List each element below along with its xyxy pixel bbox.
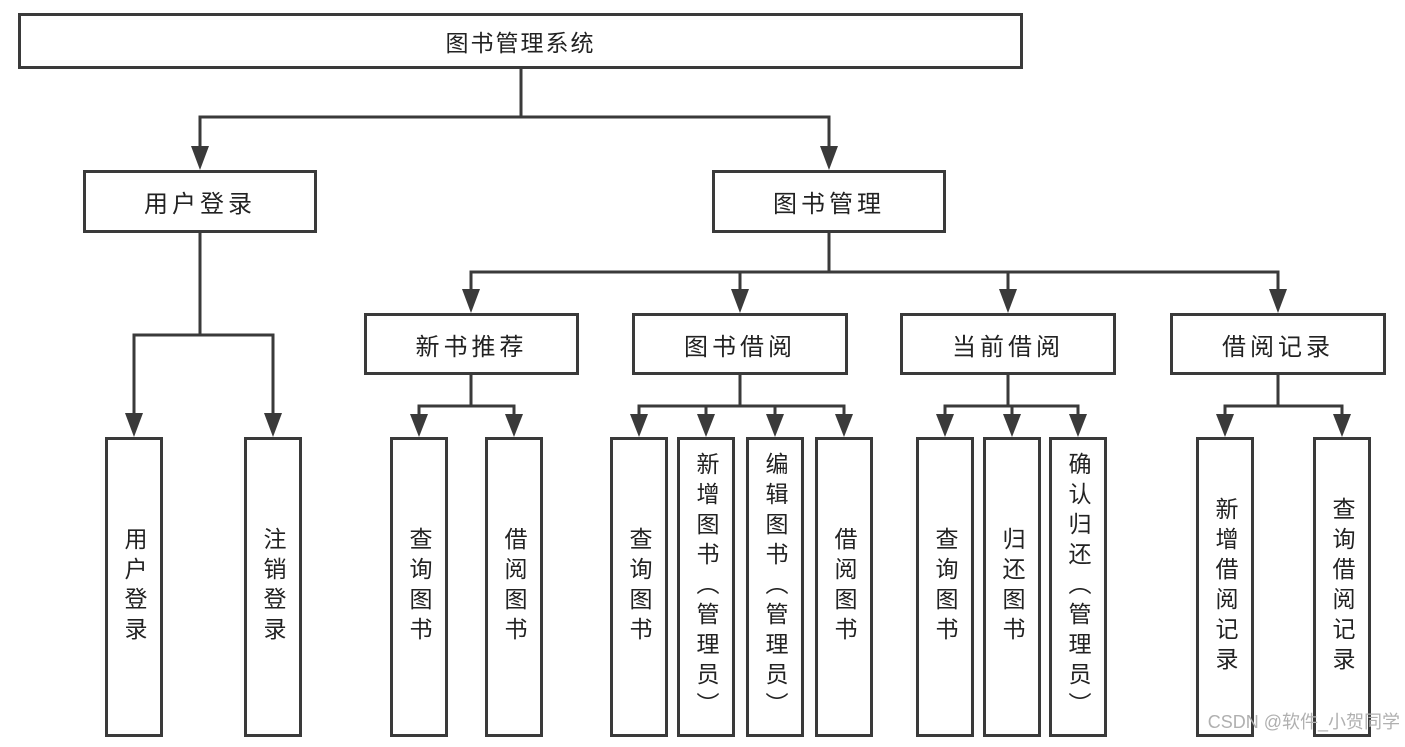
watermark: CSDN @软件_小贺同学	[1207, 712, 1400, 732]
node-book-borrow: 图书借阅	[632, 313, 848, 375]
leaf-recommend-query-book: 查询图书	[390, 437, 448, 737]
node-current-borrow: 当前借阅	[900, 313, 1116, 375]
leaf-current-return-book: 归还图书	[983, 437, 1041, 737]
node-book-management: 图书管理	[712, 170, 946, 233]
node-new-book-recommend: 新书推荐	[364, 313, 579, 375]
leaf-current-confirm-return-admin: 确认归还（管理员）	[1049, 437, 1107, 737]
leaf-user-login: 用户登录	[105, 437, 163, 737]
leaf-borrow-edit-book-admin: 编辑图书（管理员）	[746, 437, 804, 737]
leaf-record-add: 新增借阅记录	[1196, 437, 1254, 737]
leaf-borrow-borrow-book: 借阅图书	[815, 437, 873, 737]
leaf-current-query-book: 查询图书	[916, 437, 974, 737]
leaf-logout: 注销登录	[244, 437, 302, 737]
node-user-login: 用户登录	[83, 170, 317, 233]
leaf-borrow-query-book: 查询图书	[610, 437, 668, 737]
node-root: 图书管理系统	[18, 13, 1023, 69]
leaf-recommend-borrow-book: 借阅图书	[485, 437, 543, 737]
node-borrow-record: 借阅记录	[1170, 313, 1386, 375]
leaf-borrow-add-book-admin: 新增图书（管理员）	[677, 437, 735, 737]
leaf-record-query: 查询借阅记录	[1313, 437, 1371, 737]
